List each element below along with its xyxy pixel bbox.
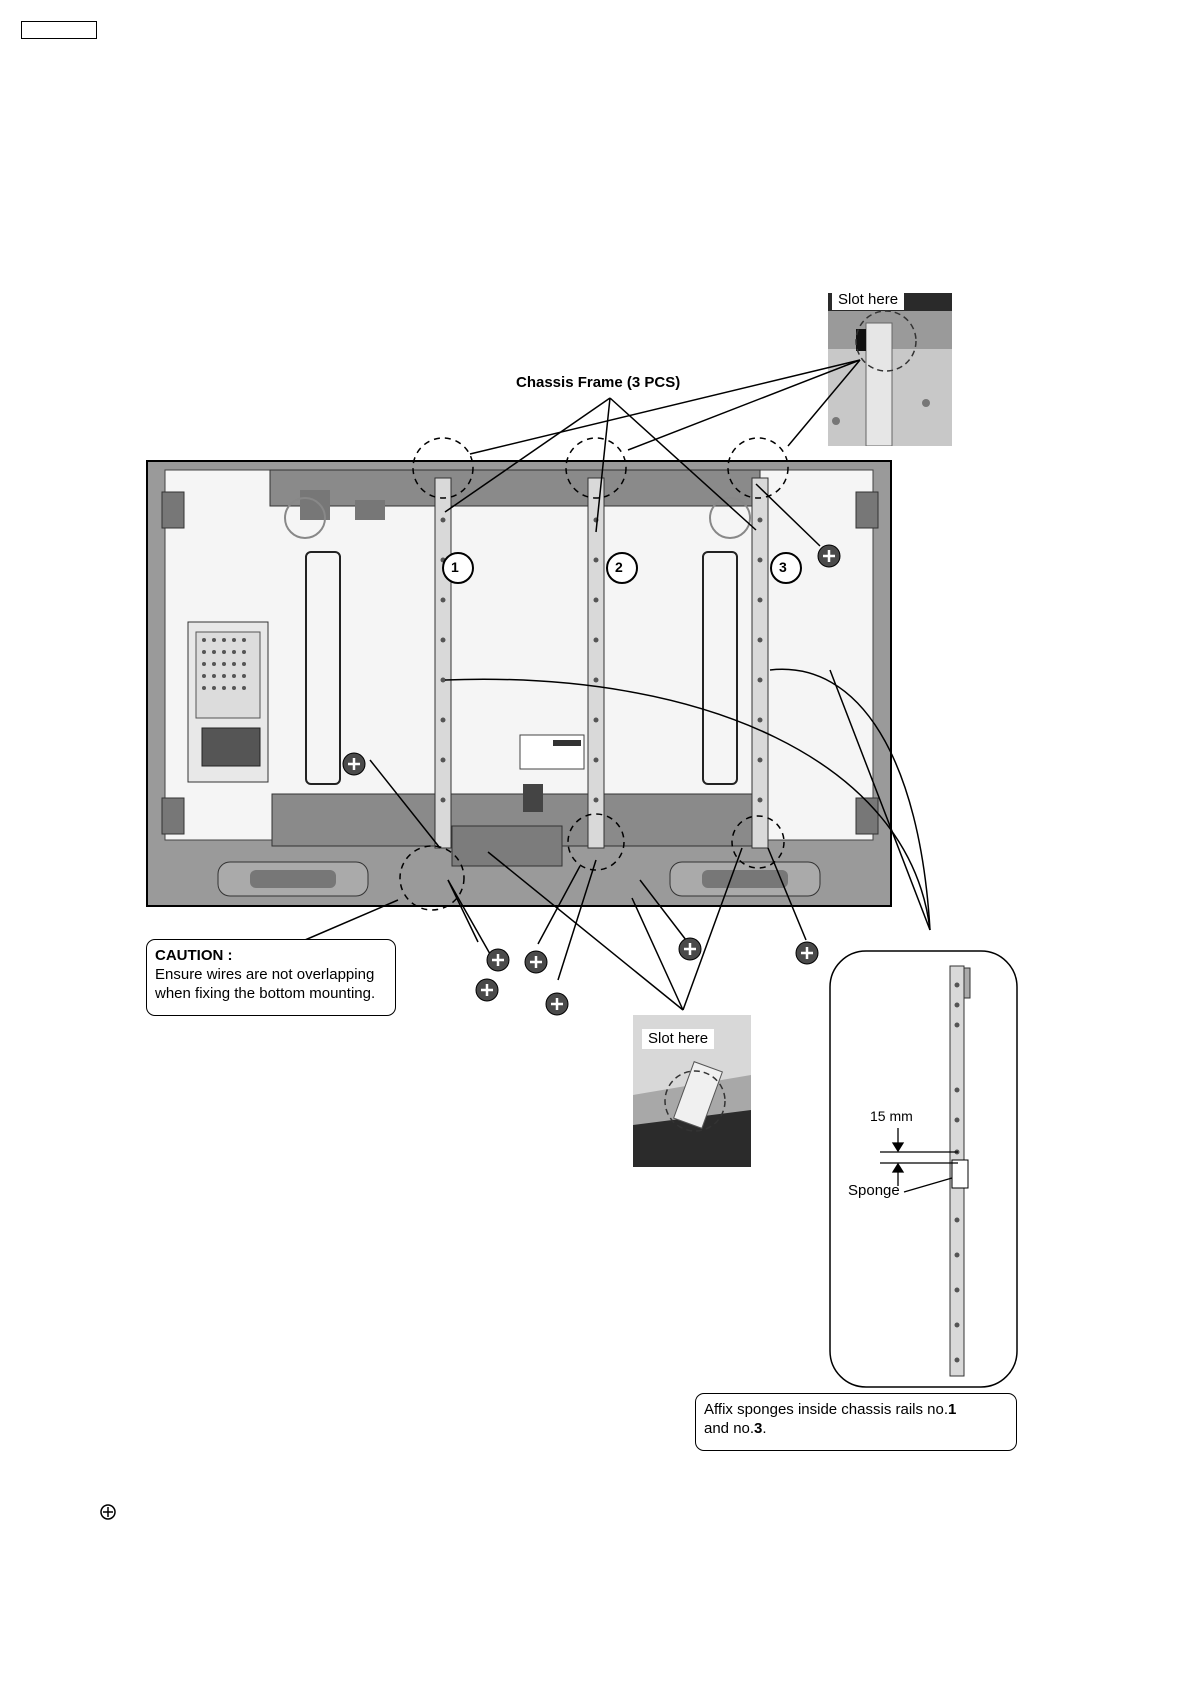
sponge-label: Sponge — [848, 1182, 900, 1199]
caution-callout: CAUTION : Ensure wires are not overlappi… — [146, 939, 396, 1016]
affix-sponge-note: Affix sponges inside chassis rails no.1 … — [695, 1393, 1017, 1451]
caution-heading: CAUTION : — [155, 946, 387, 965]
affix-text-2: and no. — [704, 1420, 754, 1437]
dimension-label: 15 mm — [870, 1108, 913, 1124]
affix-text-1: Affix sponges inside chassis rails no. — [704, 1401, 948, 1418]
caution-line-2: when fixing the bottom mounting. — [155, 984, 387, 1003]
rail-number-2: 2 — [615, 559, 623, 575]
rail-number-3: 3 — [779, 559, 787, 575]
affix-text-3: . — [762, 1420, 766, 1437]
slot-here-label-bottom: Slot here — [642, 1029, 714, 1049]
affix-rail-1: 1 — [948, 1401, 956, 1418]
caution-line-1: Ensure wires are not overlapping — [155, 965, 387, 984]
rail-number-1: 1 — [451, 559, 459, 575]
